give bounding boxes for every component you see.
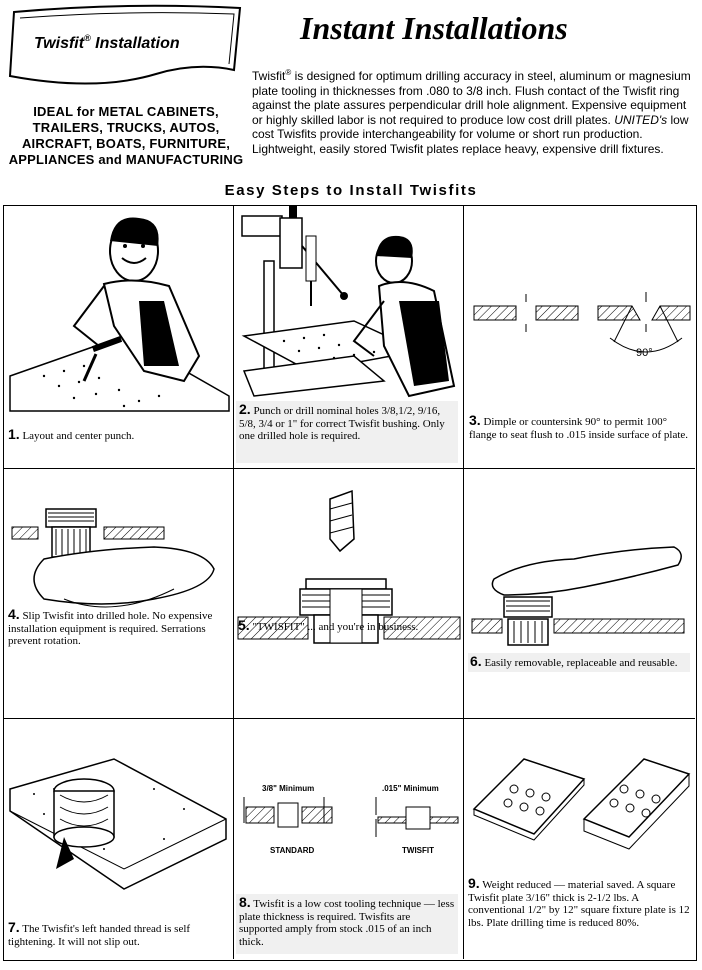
step-cell-8: 3/8" Minimum .015" Minimum STANDARD TWIS… <box>234 719 463 959</box>
drill-press-illustration <box>241 206 456 398</box>
grid-divider <box>4 468 695 469</box>
banner-ribbon <box>8 4 242 85</box>
remove-twisfit-illustration <box>471 546 685 646</box>
step-caption-6: 6. Easily removable, replaceable and reu… <box>468 653 690 672</box>
step-caption-3: 3. Dimple or countersink 90° to permit 1… <box>469 412 689 441</box>
banner-title: Twisfit® Installation <box>34 33 180 52</box>
twisfit-label: TWISFIT <box>402 846 434 855</box>
step-cell-3: 90° 3. Dimple or countersink 90° to perm… <box>464 206 695 468</box>
twisfit-min-label: .015" Minimum <box>382 784 439 793</box>
step-cell-7: 7. The Twisfit's left handed thread is s… <box>4 719 233 959</box>
step-caption-1: 1. Layout and center punch. <box>8 426 135 442</box>
standard-min-label: 3/8" Minimum <box>262 784 314 793</box>
standard-vs-twisfit-diagram: 3/8" Minimum .015" Minimum STANDARD TWIS… <box>243 784 459 855</box>
step-cell-5: 5. "TWISFIT" ... and you're in business. <box>234 469 463 718</box>
step-caption-8: 8. Twisfit is a low cost tooling techniq… <box>236 894 458 954</box>
step-cell-1: 1. Layout and center punch. <box>4 206 233 468</box>
twisfit-plates-illustration <box>472 758 691 850</box>
step-cell-6: 6. Easily removable, replaceable and reu… <box>464 469 695 718</box>
slip-twisfit-illustration <box>11 508 215 608</box>
ideal-line: TRAILERS, TRUCKS, AUTOS, <box>32 120 220 135</box>
step-caption-5: 5. "TWISFIT" ... and you're in business. <box>238 617 419 633</box>
grid-divider <box>463 206 464 959</box>
step-caption-9: 9. Weight reduced — material saved. A sq… <box>468 875 690 929</box>
steps-heading: Easy Steps to Install Twisfits <box>224 182 478 199</box>
grid-divider <box>4 718 695 719</box>
worker-center-punch-illustration <box>9 217 230 412</box>
step-cell-4 <box>4 469 233 718</box>
left-hand-thread-illustration <box>9 758 227 890</box>
intro-paragraph: Twisfit® is designed for optimum drillin… <box>252 68 691 156</box>
step-cell-2: 2. Punch or drill nominal holes 3/8,1/2,… <box>234 206 463 468</box>
steps-grid: 1. Layout and center punch. <box>3 205 697 961</box>
countersink-diagram: 90° <box>473 292 691 359</box>
ideal-for-list: IDEAL for METAL CABINETS, TRAILERS, TRUC… <box>4 104 248 168</box>
step-caption-7: 7. The Twisfit's left handed thread is s… <box>8 919 191 948</box>
ideal-line: AIRCRAFT, BOATS, FURNITURE, <box>21 136 231 151</box>
ideal-line: APPLIANCES and MANUFACTURING <box>8 152 244 167</box>
standard-label: STANDARD <box>270 846 315 855</box>
step-caption-4-text: 4. Slip Twisfit into drilled hole. No ex… <box>8 606 213 647</box>
step-caption-2: 2. Punch or drill nominal holes 3/8,1/2,… <box>236 401 458 463</box>
grid-divider <box>233 206 234 959</box>
ideal-line: IDEAL for METAL CABINETS, <box>33 104 219 119</box>
step-cell-9: 9. Weight reduced — material saved. A sq… <box>464 719 695 959</box>
twisfit-drill-bit-illustration <box>237 489 461 644</box>
angle-label: 90° <box>636 347 653 359</box>
page-title: Instant Installations <box>300 10 568 46</box>
